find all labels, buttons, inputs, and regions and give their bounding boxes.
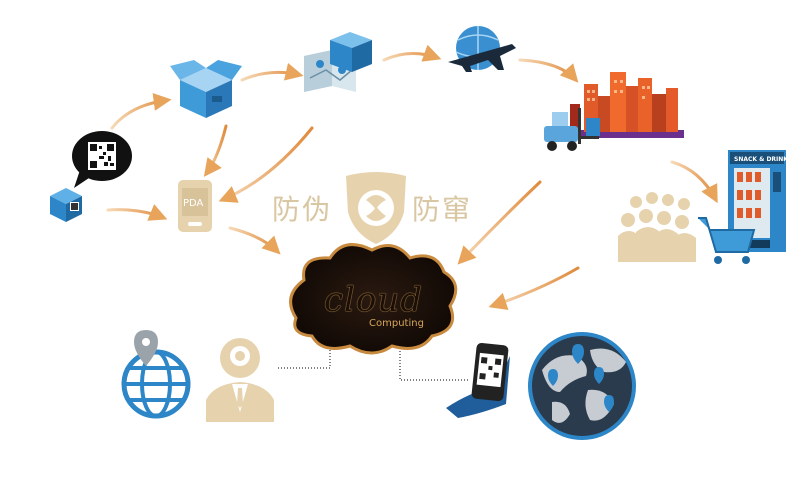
arrow-openbox-to-pda — [203, 124, 228, 177]
qr-box-icon — [50, 188, 82, 222]
open-box-icon — [170, 60, 242, 118]
crowd-icon — [618, 192, 696, 262]
arrow-map-to-globe — [382, 44, 442, 62]
cloud-icon — [289, 243, 458, 355]
arrow-city-to-vending — [670, 160, 718, 204]
shield-icon — [346, 172, 406, 244]
flow-arrows — [106, 44, 718, 310]
world-map-icon — [528, 332, 636, 440]
shopping-cart-icon — [698, 217, 756, 264]
map-box-icon — [304, 32, 372, 92]
dotted-connectors — [278, 345, 468, 381]
arrow-map-to-pda — [218, 126, 314, 203]
snack-drink-sign: SNACK & DRINK — [734, 156, 788, 163]
pda-label: PDA — [183, 198, 204, 209]
phone-qr-icon — [446, 342, 510, 418]
anti-counterfeit-label: 防伪 — [272, 193, 333, 226]
arrow-crowd-to-cloud — [488, 266, 580, 310]
arrow-box-to-map — [240, 62, 304, 82]
city-forklift-icon — [544, 72, 684, 151]
manager-icon — [206, 338, 274, 422]
anti-diversion-label: 防窜 — [412, 193, 473, 226]
cloud-computing-label: Computing — [369, 318, 424, 329]
arrow-globe-to-city — [518, 58, 579, 83]
arrow-qrbox-to-pda — [106, 204, 168, 221]
arrow-bubble-to-box — [110, 92, 172, 130]
airplane-globe-icon — [448, 26, 516, 72]
speech-bubble-qr-icon — [72, 131, 132, 188]
pda-device-icon — [178, 180, 212, 232]
arrow-city-to-cloud — [457, 180, 542, 265]
cloud-label: cloud — [324, 280, 424, 320]
location-globe-icon — [121, 330, 191, 419]
arrow-pda-to-cloud — [228, 226, 281, 255]
